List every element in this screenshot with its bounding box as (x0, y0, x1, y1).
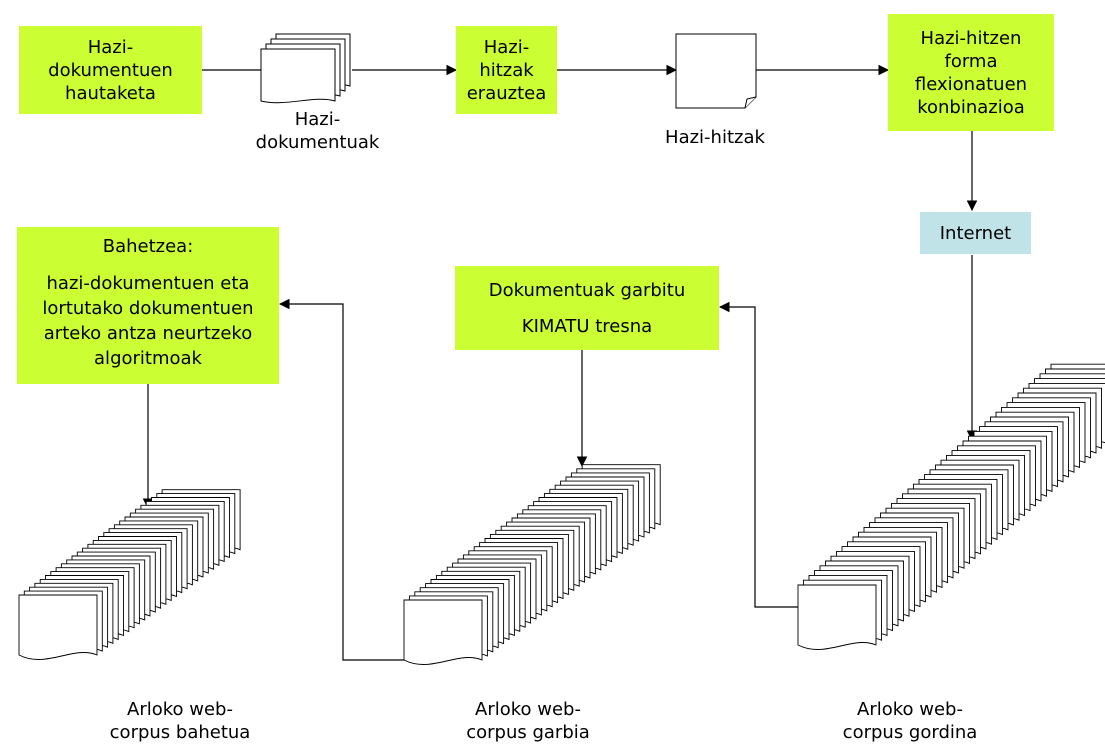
box-line: Hazi- (483, 36, 530, 58)
box-line: dokumentuen (48, 59, 173, 81)
document-sheet (403, 599, 483, 665)
label-line: corpus garbia (466, 722, 590, 743)
inflected-form-combination-box: Hazi-hitzen forma flexionatuen konbinazi… (888, 14, 1054, 131)
clean-corpus-stack (403, 464, 661, 665)
arrow-clean-corpus-to-filtering (278, 298, 404, 661)
box-line: Dokumentuak garbitu (488, 279, 686, 301)
seed-words-label: Hazi-hitzak (630, 126, 800, 149)
document-sheet (18, 594, 98, 660)
seed-documents-stack (260, 33, 351, 104)
box-line: flexionatuen (914, 73, 1028, 95)
box-line: Hazi-hitzen (920, 27, 1022, 49)
filtering-box: Bahetzea: hazi-dokumentuen eta lortutako… (17, 227, 279, 384)
label-line: Hazi-hitzak (665, 127, 765, 148)
filtered-corpus-stack (18, 489, 241, 660)
label-line: dokumentuak (255, 132, 380, 153)
box-line: erauztea (466, 82, 547, 104)
box-line: Bahetzea: (102, 236, 194, 257)
box-line: forma (944, 50, 998, 72)
box-line: KIMATU tresna (521, 315, 653, 337)
seed-documents-label: Hazi- dokumentuak (225, 108, 410, 154)
box-line: arteko antza neurtzeko (43, 323, 253, 344)
internet-box: Internet (920, 212, 1031, 254)
connectors (142, 64, 978, 661)
box-line: Internet (939, 222, 1012, 244)
box-line: algoritmoak (94, 348, 202, 369)
arrow-raw-corpus-to-cleaning (718, 301, 798, 608)
seed-document-selection-box: Hazi- dokumentuen hautaketa (19, 26, 202, 114)
box-line: lortutako dokumentuen (42, 298, 254, 319)
box-line: hautaketa (65, 82, 156, 104)
document-sheet (797, 584, 877, 650)
label-line: corpus gordina (842, 722, 978, 743)
raw-corpus-stack (797, 363, 1105, 650)
box-line: hitzak (479, 59, 534, 81)
label-line: Arloko web- (127, 699, 233, 720)
raw-corpus-label: Arloko web- corpus gordina (800, 698, 1020, 744)
box-line: hazi-dokumentuen eta (46, 273, 250, 294)
label-line: Arloko web- (475, 699, 581, 720)
box-line: Hazi- (87, 36, 134, 58)
filtered-corpus-label: Arloko web- corpus bahetua (70, 698, 290, 744)
label-line: Hazi- (294, 109, 341, 130)
seed-word-extraction-box: Hazi- hitzak erauztea (456, 26, 557, 114)
document-cleaning-box: Dokumentuak garbitu KIMATU tresna (455, 266, 719, 350)
seed-words-page (675, 33, 757, 109)
label-line: Arloko web- (857, 699, 963, 720)
box-line: konbinazioa (917, 96, 1025, 118)
clean-corpus-label: Arloko web- corpus garbia (418, 698, 638, 744)
label-line: corpus bahetua (109, 722, 251, 743)
